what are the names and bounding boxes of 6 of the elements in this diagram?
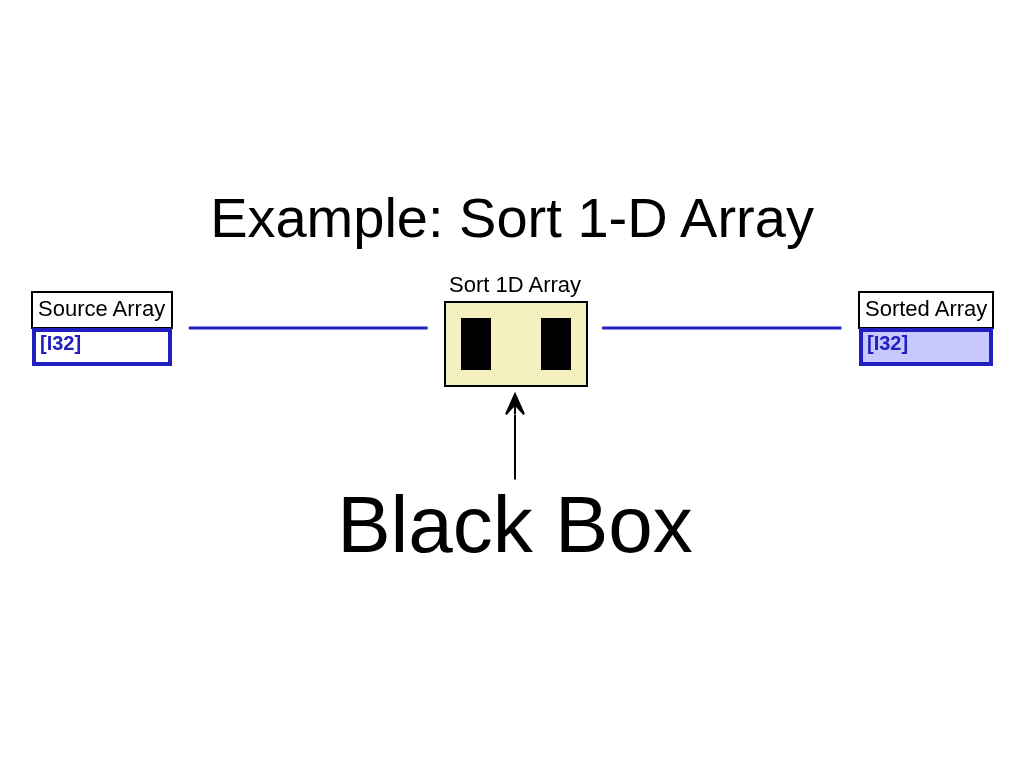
diagram-title: Example: Sort 1-D Array: [210, 185, 814, 249]
arrow: [505, 393, 525, 481]
connector: [188, 326, 428, 330]
node-text: Black Box: [337, 480, 693, 569]
connector: [602, 326, 842, 330]
node-label: Sort 1D Array: [449, 271, 582, 297]
